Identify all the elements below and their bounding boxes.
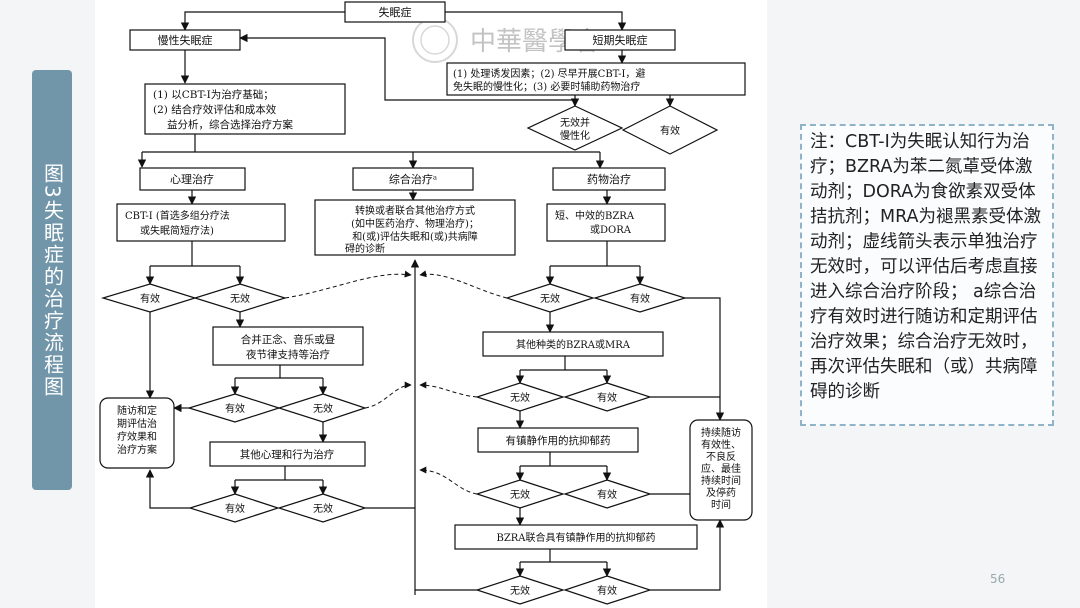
combo-effective-label: 有效 <box>597 584 617 597</box>
mindfulness-box <box>212 326 364 366</box>
followup-right-line7: 时间 <box>711 498 731 511</box>
psych-effective-label: 有效 <box>140 292 160 305</box>
short-fail-line2: 慢性化 <box>560 129 590 142</box>
other-bzra-label: 其他种类的BZRA或MRA <box>516 338 631 351</box>
drug-detail-line2: 或DORA <box>590 224 632 236</box>
followup-right-line4: 应、最佳 <box>701 462 741 475</box>
combo-fail-label: 无效 <box>510 584 530 597</box>
followup-right-line2: 有效性、 <box>701 438 741 451</box>
chronic-plan-line3: 益分析，综合选择治疗方案 <box>167 118 293 131</box>
combined-detail-line4: 碍的诊断 <box>345 242 385 255</box>
followup-right-line6: 及停药 <box>706 486 736 499</box>
followup-left-line1: 随访和定 <box>117 404 157 417</box>
short-plan-box <box>446 62 746 96</box>
drug-effective-diamond <box>592 283 688 313</box>
other-psych-effective-label: 有效 <box>225 502 245 515</box>
short-plan-line1: (1) 处理诱发因素；(2) 尽早开展CBT-I，避 <box>453 67 645 80</box>
combined-label: 综合治疗ᵃ <box>389 172 437 186</box>
drug-detail-box <box>546 203 666 242</box>
psych-label: 心理治疗 <box>170 172 214 186</box>
side-title: 图3失眠症的治疗流程图 <box>32 70 72 490</box>
followup-left-line2: 期评估治 <box>117 417 157 430</box>
followup-left-line4: 治疗方案 <box>117 443 157 456</box>
other-psych-effective-diamond <box>187 493 280 523</box>
psych-detail-box <box>116 203 286 242</box>
bzra-fail-label: 无效 <box>510 391 530 404</box>
combined-detail-line1: 转换或者联合其他治疗方式 <box>355 204 475 217</box>
mindfulness-line1: 合并正念、音乐或昼 <box>241 333 336 346</box>
anti-effective-label: 有效 <box>597 488 617 501</box>
combined-detail-box <box>314 199 516 256</box>
bzra-effective-diamond <box>563 382 652 412</box>
chronic-label: 慢性失眠症 <box>158 33 213 47</box>
other-psych-fail-diamond <box>277 493 367 523</box>
drug-label: 药物治疗 <box>587 172 631 186</box>
footnote-box: 注：CBT-I为失眠认知行为治疗；BZRA为苯二氮䓬受体激动剂；DORA为食欲素… <box>800 124 1054 426</box>
mind-effective-label: 有效 <box>225 402 245 415</box>
combo-fail-diamond <box>475 575 565 605</box>
followup-right-line1: 持续随访 <box>701 426 741 439</box>
combined-detail-line2: (如中医药治疗、物理治疗)； <box>351 217 479 230</box>
other-psych-fail-label: 无效 <box>313 502 333 515</box>
short-box <box>564 29 676 51</box>
flowchart: 中華醫學會 <box>95 0 767 608</box>
anti-effective-diamond <box>563 479 652 509</box>
drug-detail-line1: 短、中效的BZRA <box>555 209 635 222</box>
psych-detail-line2: 或失眠简短疗法) <box>140 224 214 237</box>
short-plan-line2: 免失眠的慢性化；(3) 必要时辅助药物治疗 <box>453 80 640 93</box>
mind-fail-label: 无效 <box>313 402 333 415</box>
psych-fail-label: 无效 <box>230 292 250 305</box>
short-fail-diamond <box>526 105 624 151</box>
followup-right-line5: 持续时间 <box>701 474 741 487</box>
bzra-combo-label: BZRA联合具有镇静作用的抗抑郁药 <box>496 531 655 544</box>
other-psych-label: 其他心理和行为治疗 <box>240 448 335 461</box>
followup-right-line3: 不良反 <box>706 450 736 463</box>
short-fail-line1: 无效并 <box>560 116 590 129</box>
chronic-plan-line2: (2) 结合疗效评估和成本效 <box>153 103 277 116</box>
other-bzra-box <box>482 331 664 357</box>
followup-left-box <box>99 397 175 469</box>
antidepressant-label: 有镇静作用的抗抑郁药 <box>506 434 611 447</box>
followup-left-line3: 疗效果和 <box>117 430 157 443</box>
antidepressant-box <box>477 427 639 453</box>
drug-fail-label: 无效 <box>540 292 560 305</box>
chronic-plan-box <box>144 83 346 135</box>
combo-effective-diamond <box>563 575 652 605</box>
mind-effective-diamond <box>186 393 281 423</box>
combined-detail-line3: 和(或)评估失眠和(或)共病障 <box>352 230 478 243</box>
anti-fail-label: 无效 <box>510 488 530 501</box>
chronic-plan-line1: (1) 以CBT-I为治疗基础； <box>153 88 274 101</box>
bzra-effective-label: 有效 <box>597 391 617 404</box>
root-label: 失眠症 <box>379 5 412 19</box>
bzra-combo-box <box>454 524 698 550</box>
other-psych-box <box>209 441 366 467</box>
psych-detail-line1: CBT-I (首选多组分疗法 <box>125 209 230 222</box>
short-effective-diamond <box>621 105 719 155</box>
drug-box <box>552 167 666 191</box>
short-effective-label: 有效 <box>660 124 680 137</box>
mindfulness-line2: 夜节律支持等治疗 <box>246 348 330 361</box>
drug-effective-label: 有效 <box>630 292 650 305</box>
short-label: 短期失眠症 <box>593 33 648 47</box>
page-number: 56 <box>990 572 1006 586</box>
followup-right-box <box>689 419 753 521</box>
